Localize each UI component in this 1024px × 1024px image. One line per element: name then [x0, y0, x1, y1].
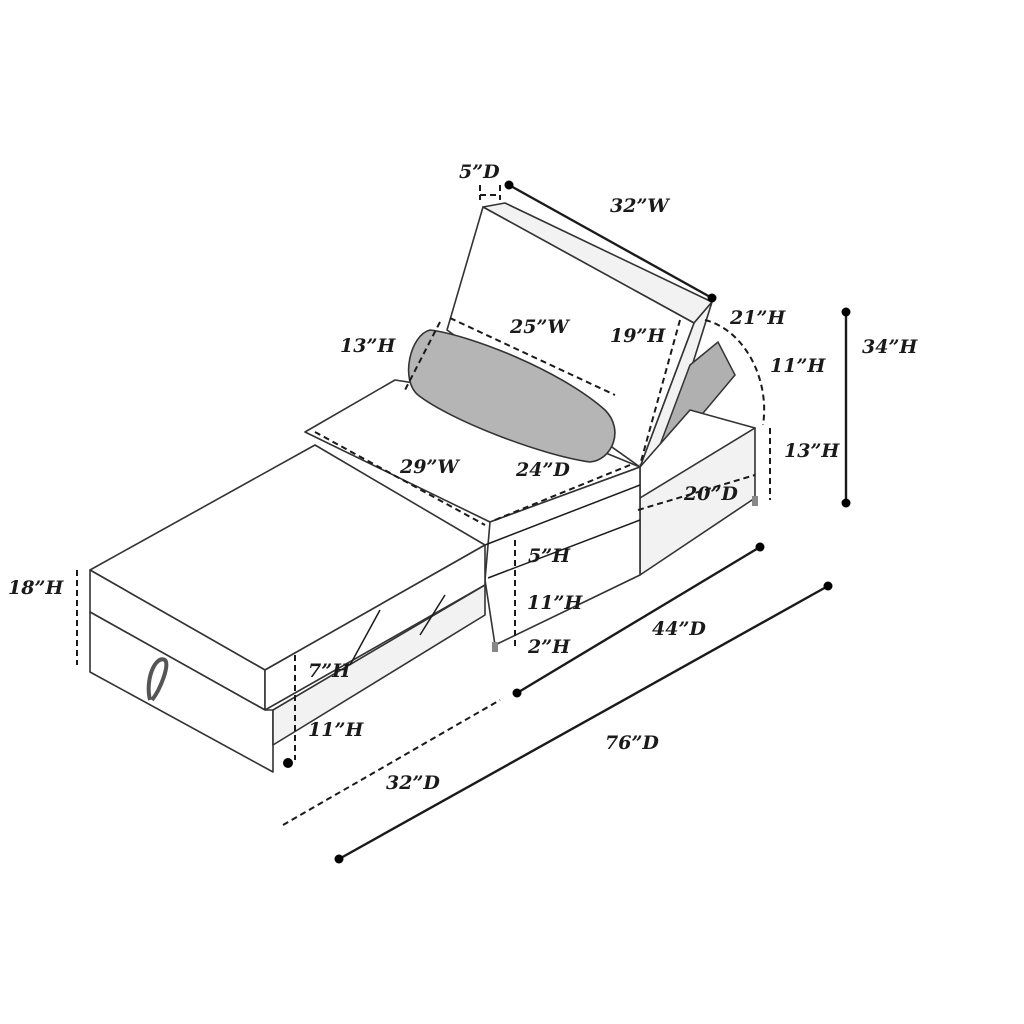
leg — [492, 642, 498, 652]
total-depth-label: 76”D — [605, 732, 659, 754]
ottoman-base-height-label: 11”H — [308, 719, 364, 741]
armrest-height-label: 11”H — [770, 355, 826, 377]
pillow-width-label: 25”W — [509, 316, 570, 338]
backrest — [446, 202, 736, 468]
base-height-label: 11”H — [527, 592, 583, 614]
total-height-label: 34”H — [862, 336, 918, 358]
backrest-depth-label: 5”D — [459, 161, 500, 183]
seat-section — [304, 379, 758, 652]
ottoman-height-label: 18”H — [8, 577, 64, 599]
back-upper-height-label: 21”H — [729, 307, 786, 329]
ottoman-top-height-label: 7”H — [308, 660, 351, 682]
pillow — [407, 329, 616, 463]
cushion-height-label: 5”H — [528, 545, 571, 567]
pillow-height-label: 13”H — [340, 335, 396, 357]
backrest-height-label: 19”H — [610, 325, 666, 347]
dimension-lines — [76, 180, 851, 864]
leg — [752, 496, 758, 506]
chair-depth-label: 44”D — [652, 618, 706, 640]
backrest-width-label: 32”W — [610, 195, 670, 217]
leg-height-label: 2”H — [527, 636, 571, 658]
side-depth-label: 20”D — [683, 483, 738, 505]
pull-handle — [146, 657, 169, 702]
ottoman — [89, 444, 486, 773]
ottoman-depth-label: 32”D — [386, 772, 440, 794]
seat-width-label: 29”W — [399, 456, 460, 478]
seat-side-height-label: 13”H — [784, 440, 840, 462]
seat-depth-label: 24”D — [515, 459, 570, 481]
